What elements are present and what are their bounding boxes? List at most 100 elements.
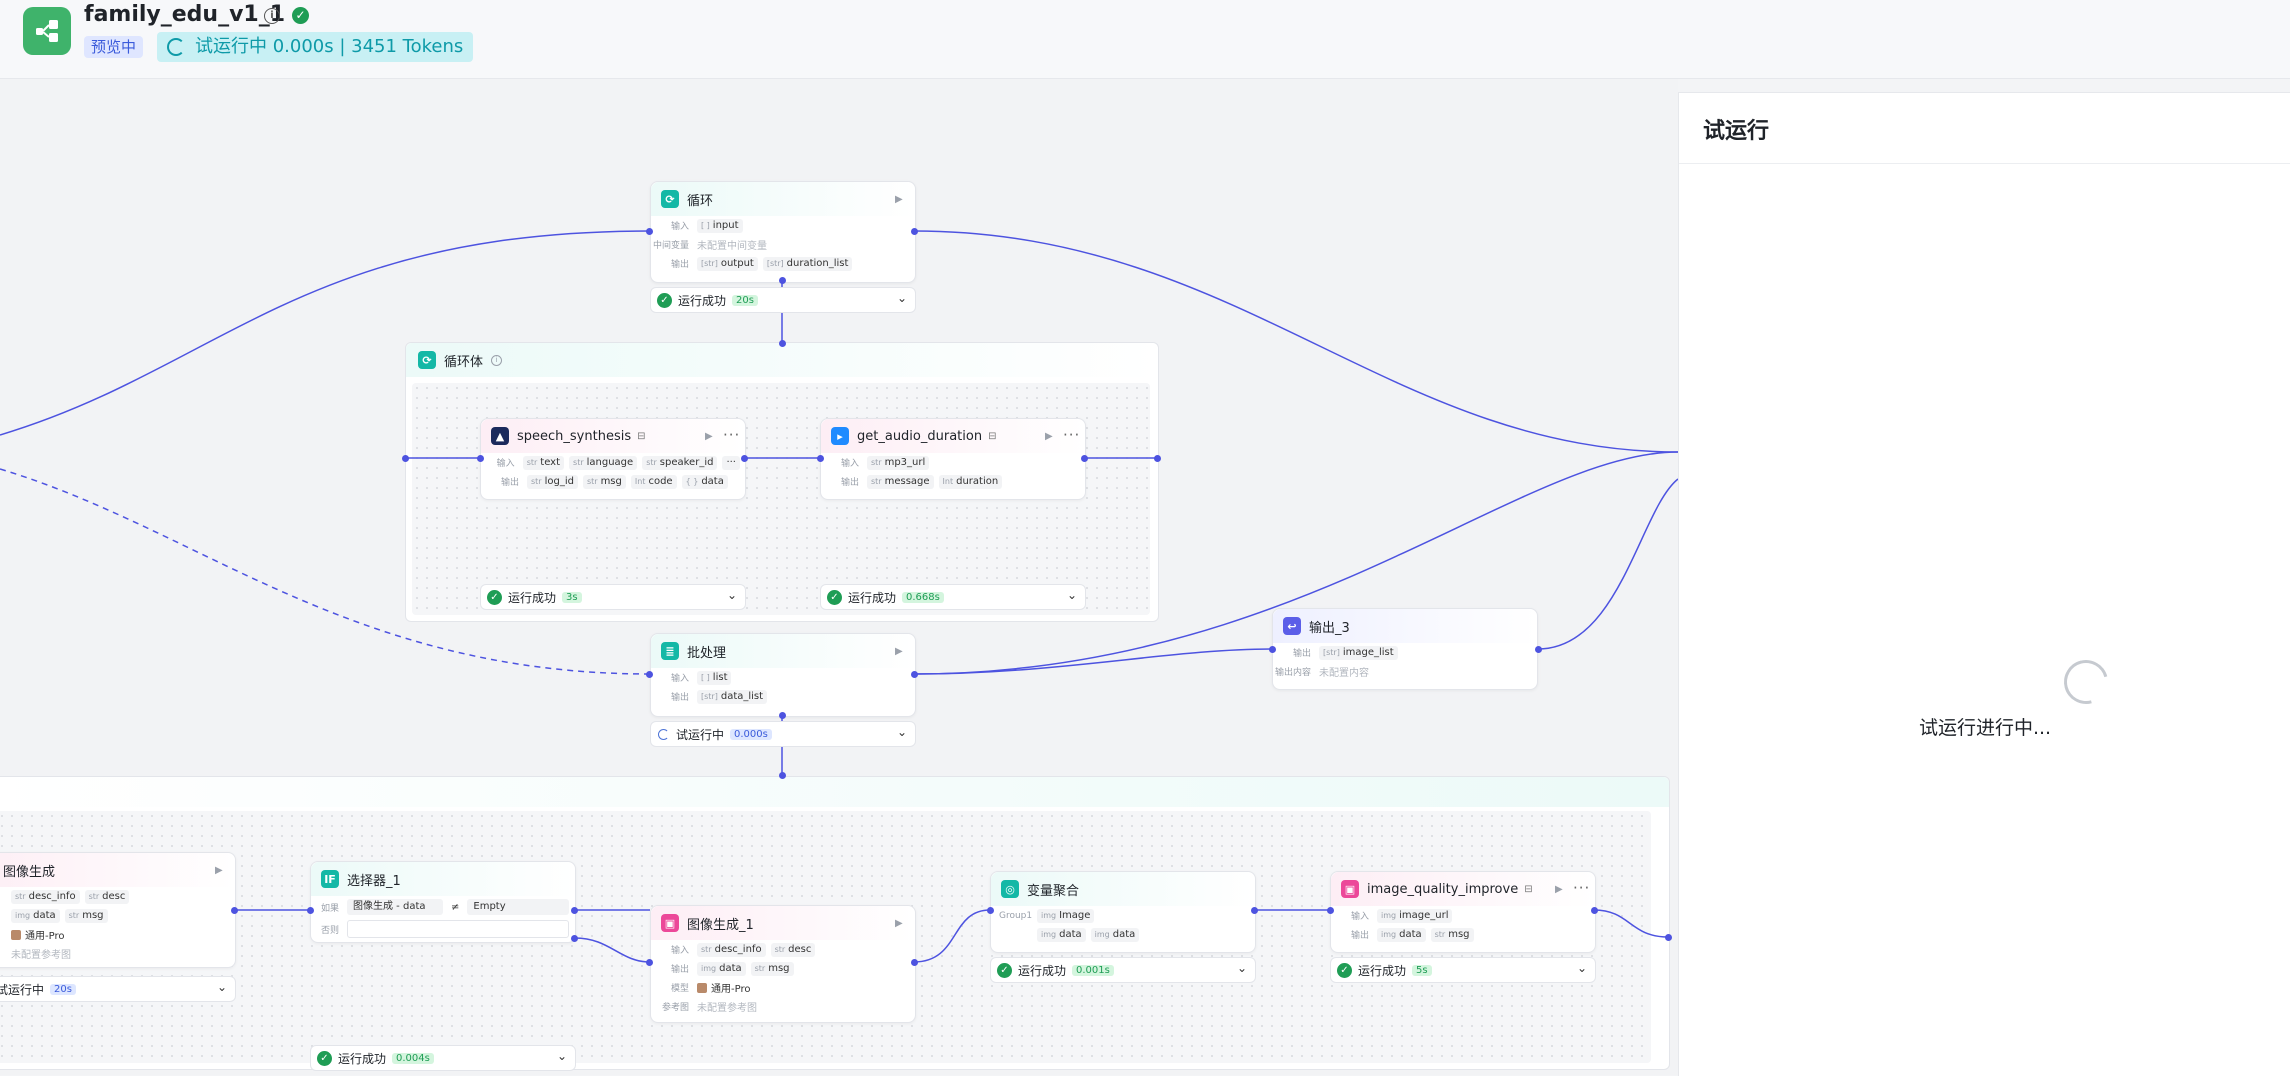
- batch-status-bar[interactable]: 试运行中 0.000s ⌄: [650, 721, 916, 747]
- more-icon[interactable]: ···: [723, 426, 741, 444]
- in-label: 输入: [670, 222, 689, 232]
- chevron-down-icon[interactable]: ⌄: [896, 725, 907, 739]
- port[interactable]: [779, 277, 786, 284]
- port[interactable]: [779, 712, 786, 719]
- condition-left[interactable]: 图像生成 - data: [347, 899, 443, 915]
- selector-status: 运行成功: [338, 1051, 387, 1066]
- chevron-down-icon[interactable]: ⌄: [1236, 961, 1247, 975]
- run-node-icon[interactable]: ▶: [895, 194, 903, 205]
- image-gen-status-bar[interactable]: 试运行中 20s ⌄: [0, 976, 236, 1002]
- port[interactable]: [571, 935, 578, 942]
- output-3-node[interactable]: ↩ 输出_3 输出[str]image_list 输出内容未配置内容: [1272, 608, 1538, 690]
- port[interactable]: [911, 228, 918, 235]
- port[interactable]: [1154, 455, 1161, 462]
- loop-body-icon: ⟳: [418, 351, 436, 369]
- loading-spinner-icon: [658, 728, 669, 740]
- chevron-down-icon[interactable]: ⌄: [1066, 588, 1077, 602]
- run-node-icon[interactable]: ▶: [895, 646, 903, 657]
- chevron-down-icon[interactable]: ⌄: [1576, 961, 1587, 975]
- panel-loading-text: 试运行进行中...: [1918, 717, 2052, 739]
- selector-time: 0.004s: [392, 1052, 434, 1064]
- selector-node[interactable]: IF 选择器_1 如果 图像生成 - data ≠ Empty 否则: [310, 861, 576, 943]
- app-logo-icon: [23, 7, 71, 55]
- port[interactable]: [307, 907, 314, 914]
- output3-out1: image_list: [1342, 647, 1394, 658]
- success-icon: ✓: [827, 589, 842, 605]
- run-node-icon[interactable]: ▶: [1555, 884, 1563, 895]
- port[interactable]: [646, 671, 653, 678]
- out-label: 输出: [670, 965, 689, 975]
- var-agg-status-bar[interactable]: ✓ 运行成功 0.001s ⌄: [990, 957, 1256, 983]
- port[interactable]: [741, 455, 748, 462]
- mid-value: 未配置中间变量: [697, 241, 767, 252]
- in-label: 输入: [670, 946, 689, 956]
- img-quality-title: image_quality_improve: [1367, 881, 1519, 897]
- speech-out1: log_id: [544, 476, 574, 487]
- img-gen1-out2: msg: [768, 963, 790, 974]
- workflow-canvas[interactable]: ⟳ 循环体 i: [0, 79, 1678, 1075]
- speech-time: 3s: [562, 591, 582, 603]
- more-icon[interactable]: ···: [1063, 426, 1081, 444]
- port[interactable]: [646, 228, 653, 235]
- output3-title: 输出_3: [1309, 620, 1350, 636]
- mid-label: 中间变量: [652, 241, 689, 251]
- out-label: 输出: [670, 693, 689, 703]
- port[interactable]: [779, 772, 786, 779]
- run-node-icon[interactable]: ▶: [215, 865, 223, 876]
- chevron-down-icon[interactable]: ⌄: [556, 1049, 567, 1063]
- more-icon[interactable]: ···: [1573, 879, 1591, 897]
- selector-status-bar[interactable]: ✓ 运行成功 0.004s ⌄: [310, 1045, 576, 1071]
- run-node-icon[interactable]: ▶: [895, 918, 903, 929]
- info-icon[interactable]: i: [264, 8, 280, 24]
- audio-status-bar[interactable]: ✓ 运行成功 0.668s ⌄: [820, 584, 1086, 610]
- loop-status-bar[interactable]: ✓ 运行成功 20s ⌄: [650, 287, 916, 313]
- content-label: 输出内容: [1274, 668, 1311, 678]
- port[interactable]: [911, 671, 918, 678]
- else-branch-box[interactable]: [347, 920, 569, 938]
- img-gen1-out1: data: [719, 963, 742, 974]
- condition-right[interactable]: Empty: [467, 899, 570, 915]
- run-node-icon[interactable]: ▶: [705, 431, 713, 442]
- port[interactable]: [817, 455, 824, 462]
- run-node-icon[interactable]: ▶: [1045, 431, 1053, 442]
- port[interactable]: [1665, 934, 1672, 941]
- img-quality-status-bar[interactable]: ✓ 运行成功 5s ⌄: [1330, 957, 1596, 983]
- speech-out4: data: [701, 476, 724, 487]
- port[interactable]: [646, 959, 653, 966]
- port[interactable]: [231, 907, 238, 914]
- var-agg-item1: Image: [1059, 910, 1091, 921]
- port[interactable]: [779, 340, 786, 347]
- loading-spinner-icon: [2055, 651, 2117, 713]
- port[interactable]: [1251, 907, 1258, 914]
- speech-out3: code: [648, 476, 673, 487]
- port[interactable]: [911, 959, 918, 966]
- port[interactable]: [1269, 646, 1276, 653]
- port[interactable]: [1327, 907, 1334, 914]
- batch-status: 试运行中: [676, 727, 725, 742]
- plugin-icon: ⊟: [1524, 883, 1533, 895]
- more-params-icon[interactable]: ···: [722, 455, 740, 470]
- chevron-down-icon[interactable]: ⌄: [726, 588, 737, 602]
- port[interactable]: [477, 455, 484, 462]
- port[interactable]: [571, 907, 578, 914]
- loop-node[interactable]: ⟳ 循环 ▶ 输入[ ]input 中间变量未配置中间变量 输出[str]out…: [650, 181, 916, 283]
- batch-node[interactable]: ≣ 批处理 ▶ 输入[ ]list 输出[str]data_list: [650, 633, 916, 717]
- loop-body-info-icon[interactable]: i: [491, 354, 503, 366]
- port[interactable]: [987, 907, 994, 914]
- port[interactable]: [1081, 455, 1088, 462]
- chevron-down-icon[interactable]: ⌄: [216, 980, 227, 994]
- port[interactable]: [1535, 646, 1542, 653]
- loading-spinner-icon: [167, 38, 185, 56]
- speech-status-bar[interactable]: ✓ 运行成功 3s ⌄: [480, 584, 746, 610]
- img-gen-in1: desc_info: [28, 891, 76, 902]
- condition-operator[interactable]: ≠: [451, 901, 460, 913]
- chevron-down-icon[interactable]: ⌄: [896, 291, 907, 305]
- port[interactable]: [1591, 907, 1598, 914]
- port[interactable]: [402, 455, 409, 462]
